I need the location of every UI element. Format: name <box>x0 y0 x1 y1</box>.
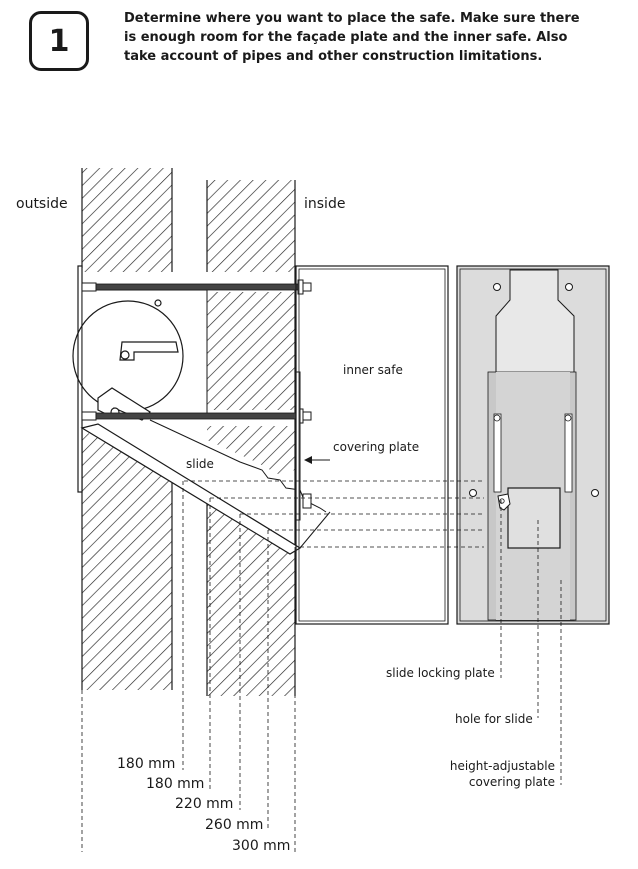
label-covering-plate: covering plate <box>333 440 419 454</box>
inner-safe-body <box>295 265 449 625</box>
instruction-text: Determine where you want to place the sa… <box>124 11 580 64</box>
dimension-label: 260 mm <box>205 817 263 833</box>
arrow-head <box>304 456 312 464</box>
reference-lines <box>184 480 484 548</box>
label-hole-for-slide: hole for slide <box>455 712 533 726</box>
upper-bolt <box>81 279 312 295</box>
slide <box>80 419 331 555</box>
slide-lock-clip <box>302 493 312 509</box>
step-number: 1 <box>48 23 70 59</box>
step-number-badge: 1 <box>29 11 89 71</box>
label-inside: inside <box>304 196 345 212</box>
label-inner-safe: inner safe <box>343 363 403 377</box>
inner-wall <box>206 180 296 696</box>
dimension-lines <box>81 481 562 852</box>
outer-wall <box>81 168 173 690</box>
dimension-label: 220 mm <box>175 796 233 812</box>
safe-front-view <box>456 265 610 625</box>
dimension-label: 300 mm <box>232 838 290 854</box>
hole-for-slide <box>507 487 561 549</box>
dimension-label: 180 mm <box>146 776 204 792</box>
label-slide: slide <box>186 457 214 471</box>
label-height-adjustable-1: height-adjustable <box>450 759 555 773</box>
dimension-label: 180 mm <box>117 756 175 772</box>
screw-hole <box>154 299 162 307</box>
label-outside: outside <box>16 196 68 212</box>
label-slide-locking-plate: slide locking plate <box>386 666 495 680</box>
label-height-adjustable-2: covering plate <box>469 775 555 789</box>
hook-pin <box>120 350 130 360</box>
hook-arm <box>119 341 179 361</box>
